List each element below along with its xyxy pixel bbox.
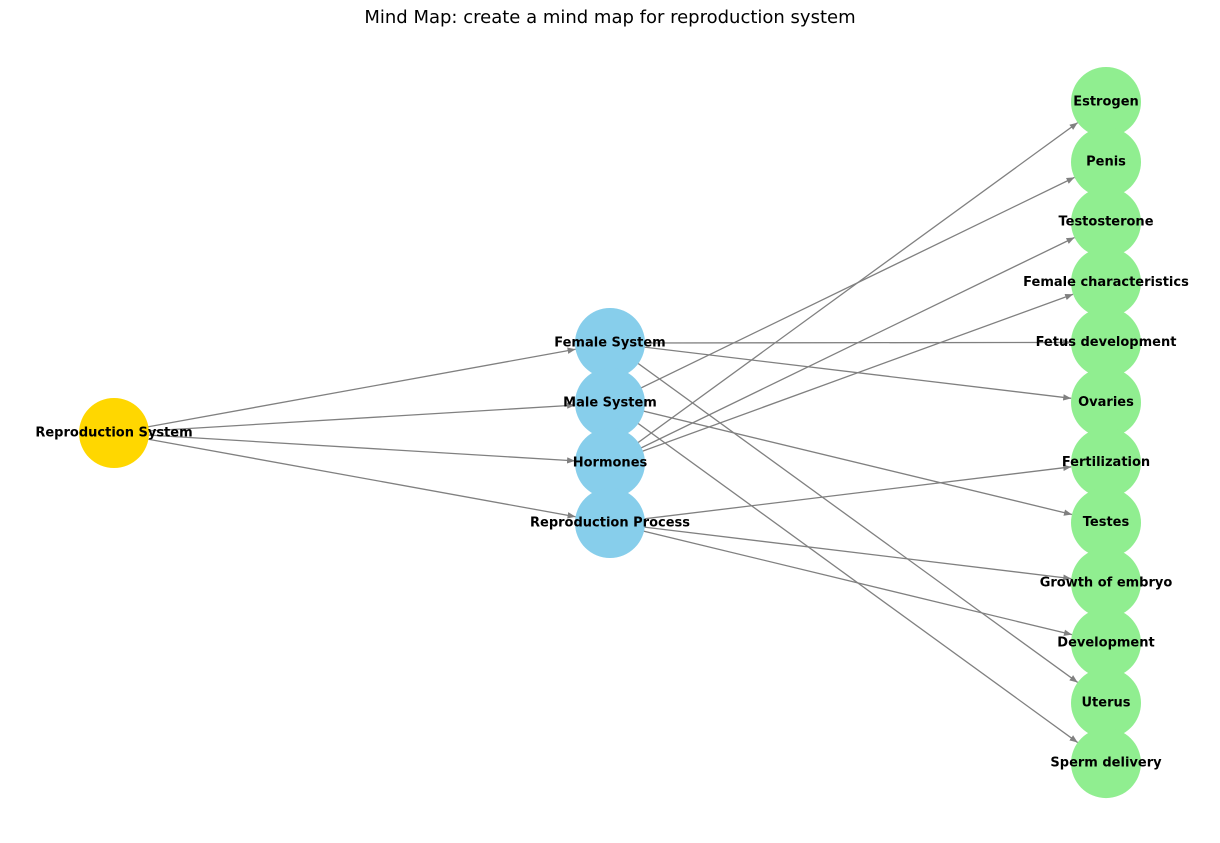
node-fetus-development bbox=[1071, 307, 1141, 378]
node-testes bbox=[1071, 487, 1141, 558]
node-growth-of-embryo bbox=[1071, 547, 1141, 618]
node-male-system bbox=[575, 368, 645, 438]
edge-hormones-to-testosterone bbox=[609, 236, 1075, 464]
node-development bbox=[1071, 607, 1141, 678]
node-female-system bbox=[575, 308, 645, 378]
node-label-development: Development bbox=[1057, 635, 1154, 650]
node-reproduction-process bbox=[575, 488, 645, 558]
edge-reproduction-process-to-growth-of-embryo bbox=[609, 522, 1072, 581]
node-label-ovaries: Ovaries bbox=[1078, 395, 1134, 410]
edge-reproduction-system-to-hormones bbox=[113, 432, 576, 464]
node-label-testes: Testes bbox=[1083, 515, 1130, 530]
edge-reproduction-system-to-male-system bbox=[113, 402, 576, 434]
node-label-female-system: Female System bbox=[554, 336, 665, 351]
node-estrogen bbox=[1071, 67, 1141, 137]
node-label-male-system: Male System bbox=[563, 396, 657, 411]
node-female-characteristics bbox=[1071, 247, 1141, 318]
edge-reproduction-process-to-development bbox=[609, 522, 1073, 636]
node-label-reproduction-process: Reproduction Process bbox=[530, 516, 690, 531]
edge-male-system-to-testes bbox=[609, 402, 1073, 516]
edge-female-system-to-ovaries bbox=[609, 342, 1072, 401]
node-label-penis: Penis bbox=[1086, 155, 1126, 170]
diagram-title: Mind Map: create a mind map for reproduc… bbox=[364, 7, 856, 28]
node-label-estrogen: Estrogen bbox=[1073, 95, 1139, 110]
node-label-fetus-development: Fetus development bbox=[1036, 335, 1177, 350]
node-reproduction-system bbox=[79, 398, 149, 468]
node-ovaries bbox=[1071, 367, 1141, 438]
node-uterus bbox=[1071, 668, 1141, 738]
node-label-hormones: Hormones bbox=[573, 456, 648, 471]
node-fertilization bbox=[1071, 427, 1141, 498]
node-label-female-characteristics: Female characteristics bbox=[1023, 275, 1189, 290]
node-label-testosterone: Testosterone bbox=[1058, 215, 1153, 230]
edge-reproduction-system-to-reproduction-process bbox=[113, 432, 576, 519]
edge-reproduction-process-to-fertilization bbox=[609, 464, 1072, 524]
node-label-growth-of-embryo: Growth of embryo bbox=[1040, 575, 1173, 590]
node-label-sperm-delivery: Sperm delivery bbox=[1050, 756, 1162, 771]
edge-female-system-to-uterus bbox=[609, 342, 1079, 683]
node-label-fertilization: Fertilization bbox=[1062, 455, 1150, 470]
edge-hormones-to-female-characteristics bbox=[609, 293, 1074, 464]
node-sperm-delivery bbox=[1071, 728, 1141, 799]
edge-hormones-to-estrogen bbox=[609, 122, 1079, 464]
node-label-uterus: Uterus bbox=[1082, 696, 1131, 711]
node-penis bbox=[1071, 127, 1141, 198]
edges-layer bbox=[113, 122, 1079, 744]
node-hormones bbox=[575, 428, 645, 498]
nodes-layer bbox=[79, 67, 1141, 799]
edge-male-system-to-penis bbox=[609, 176, 1075, 404]
edge-female-system-to-fetus-development bbox=[609, 339, 1072, 346]
edge-male-system-to-sperm-delivery bbox=[609, 402, 1079, 744]
node-label-reproduction-system: Reproduction System bbox=[35, 426, 192, 441]
node-testosterone bbox=[1071, 187, 1141, 258]
edge-reproduction-system-to-female-system bbox=[113, 347, 576, 434]
